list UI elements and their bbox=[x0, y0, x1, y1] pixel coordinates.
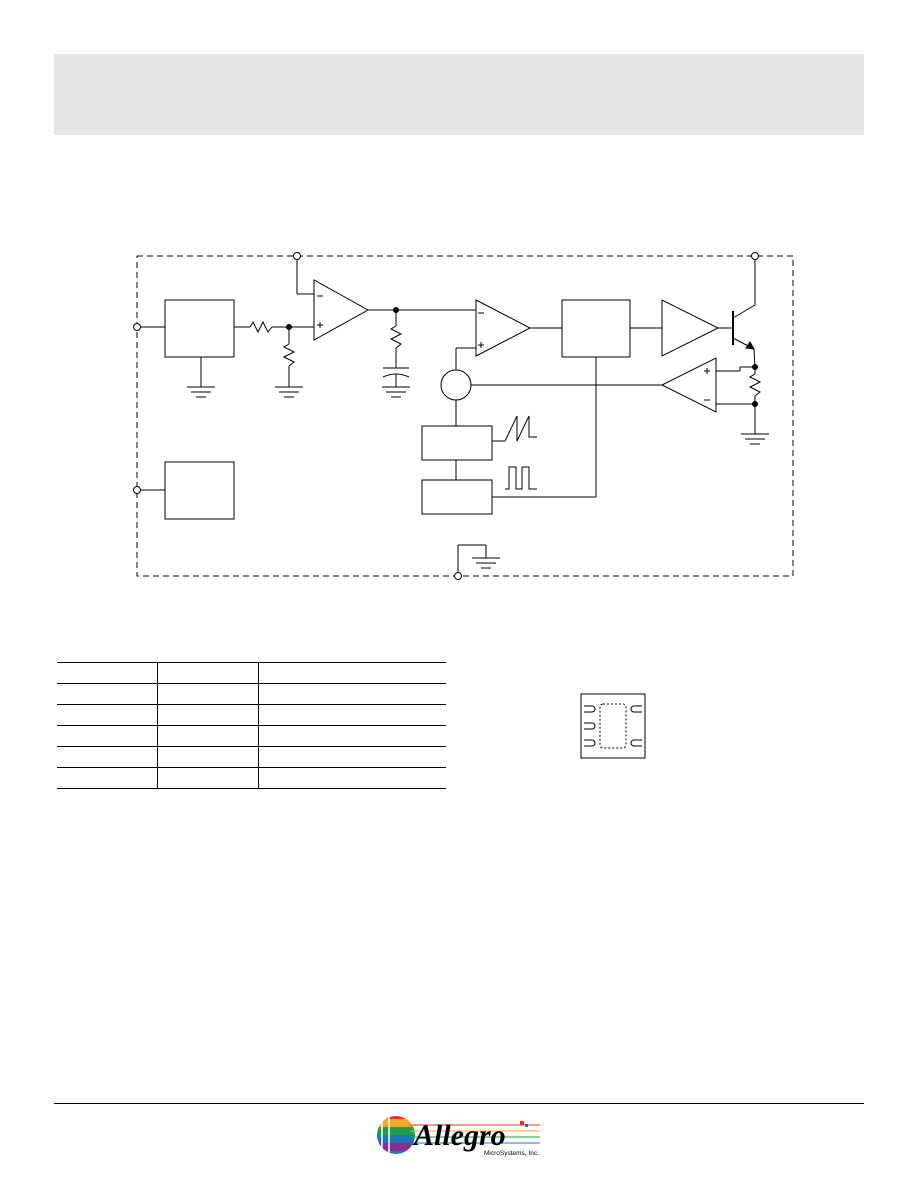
header-band bbox=[54, 54, 864, 135]
pin-terminal-top-supply bbox=[293, 252, 301, 260]
footer-rule bbox=[54, 1103, 864, 1104]
sense-amplifier bbox=[660, 357, 717, 413]
clock-block bbox=[421, 479, 493, 515]
npn-transistor bbox=[732, 304, 756, 350]
pad-3 bbox=[584, 739, 596, 747]
ground-symbol bbox=[275, 386, 303, 398]
table-row bbox=[57, 683, 446, 705]
input-block-top bbox=[164, 299, 235, 358]
resistor-series bbox=[249, 320, 273, 334]
table-row bbox=[57, 746, 446, 768]
resistor-filter bbox=[389, 325, 403, 349]
pad-4 bbox=[630, 739, 642, 747]
pin-terminal-left-top bbox=[133, 323, 141, 331]
logo-wordmark: Allegro bbox=[412, 1119, 506, 1152]
driver-buffer bbox=[661, 299, 720, 357]
resistor-sense bbox=[748, 373, 762, 397]
summing-node bbox=[440, 369, 472, 401]
pin-table bbox=[57, 662, 446, 789]
ramp-generator-block bbox=[421, 425, 493, 461]
logo-company: MicroSystems, Inc. bbox=[484, 1150, 539, 1157]
op-amp-1 bbox=[313, 279, 370, 341]
ground-symbol bbox=[472, 557, 500, 569]
table-row bbox=[57, 704, 446, 726]
pad-6 bbox=[630, 705, 642, 713]
input-block-bottom bbox=[164, 461, 235, 520]
pin-table-header-2 bbox=[157, 662, 259, 684]
pad-1 bbox=[584, 705, 596, 713]
exposed-pad bbox=[599, 703, 627, 749]
resistor-shunt bbox=[282, 343, 296, 367]
package-boundary bbox=[136, 255, 794, 577]
package-outline-diagram bbox=[580, 693, 646, 759]
pulse-waveform-icon bbox=[505, 466, 537, 490]
allegro-logo: Allegro MicroSystems, Inc. bbox=[377, 1116, 540, 1157]
pin-terminal-bottom-ground bbox=[454, 572, 462, 580]
table-row bbox=[57, 725, 446, 747]
table-row bbox=[57, 767, 446, 789]
sawtooth-waveform-icon bbox=[504, 415, 537, 442]
ground-symbol bbox=[741, 433, 769, 445]
ground-symbol bbox=[187, 386, 215, 398]
pin-table-header-3 bbox=[258, 662, 446, 684]
op-amp-2 bbox=[475, 299, 532, 357]
pin-table-header-1 bbox=[57, 662, 158, 684]
pad-2 bbox=[584, 722, 596, 730]
block-diagram bbox=[133, 252, 794, 580]
ground-symbol bbox=[382, 386, 410, 398]
pin-terminal-left-bottom bbox=[133, 486, 141, 494]
pin-terminal-top-right bbox=[751, 252, 759, 260]
logic-block bbox=[561, 299, 631, 358]
